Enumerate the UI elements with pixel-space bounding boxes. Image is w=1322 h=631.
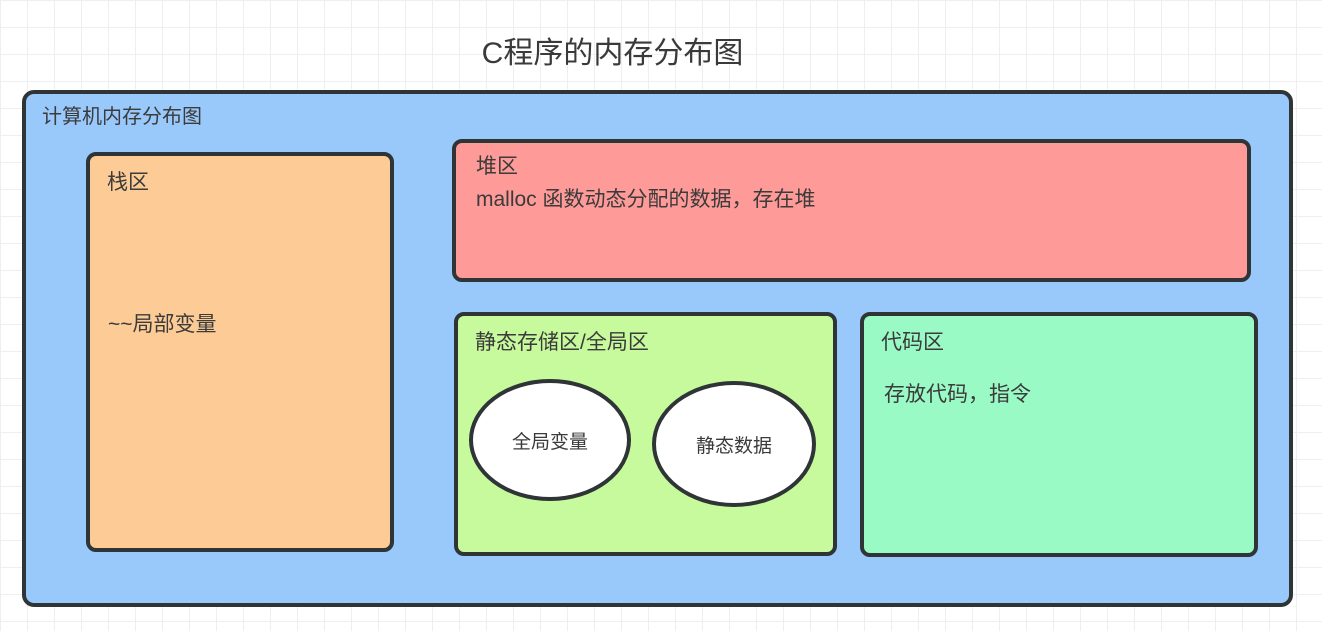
container-label: 计算机内存分布图 bbox=[42, 106, 202, 128]
stack-region-box: 栈区 ~~局部变量 bbox=[86, 152, 394, 552]
code-region-label: 代码区 bbox=[881, 331, 944, 354]
static-data-label: 静态数据 bbox=[695, 435, 772, 457]
heap-region-content: malloc 函数动态分配的数据，存在堆 bbox=[476, 187, 816, 211]
static-data-ellipse: 静态数据 bbox=[652, 381, 816, 507]
heap-region-box: 堆区 malloc 函数动态分配的数据，存在堆 bbox=[452, 139, 1251, 282]
heap-region-label: 堆区 bbox=[476, 155, 518, 178]
memory-diagram-container: 计算机内存分布图 栈区 ~~局部变量 堆区 malloc 函数动态分配的数据，存… bbox=[22, 90, 1293, 607]
stack-region-content: ~~局部变量 bbox=[108, 313, 217, 336]
code-region-content: 存放代码，指令 bbox=[884, 383, 1031, 406]
static-global-region-label: 静态存储区/全局区 bbox=[475, 331, 649, 354]
static-global-region-box: 静态存储区/全局区 全局变量 静态数据 bbox=[454, 312, 837, 556]
page-title: C程序的内存分布图 bbox=[481, 37, 744, 70]
global-variables-label: 全局变量 bbox=[511, 431, 588, 453]
global-variables-ellipse: 全局变量 bbox=[469, 379, 631, 501]
code-region-box: 代码区 存放代码，指令 bbox=[860, 312, 1258, 557]
stack-region-label: 栈区 bbox=[107, 171, 149, 194]
